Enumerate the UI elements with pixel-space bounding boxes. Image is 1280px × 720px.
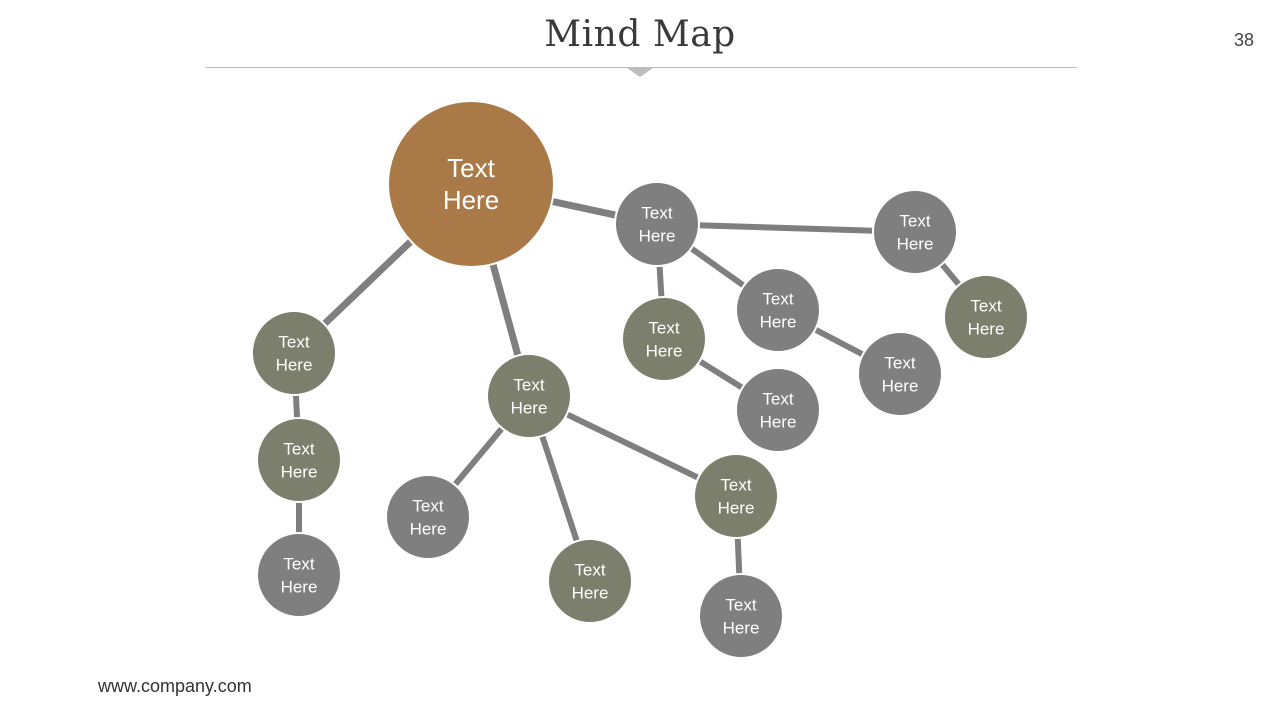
node-label: Text xyxy=(899,211,930,230)
node-circle xyxy=(547,538,633,624)
node-label: Text xyxy=(412,496,443,515)
node-label: Here xyxy=(882,376,919,395)
node-label: Here xyxy=(718,498,755,517)
node-circle xyxy=(735,367,821,453)
node-circle xyxy=(698,573,784,659)
node-circle xyxy=(621,296,707,382)
node-circle xyxy=(387,100,555,268)
node-label: Here xyxy=(443,185,499,215)
node-label: Text xyxy=(278,332,309,351)
node-label: Here xyxy=(281,577,318,596)
node-label: Text xyxy=(762,389,793,408)
title-pointer-triangle xyxy=(627,68,653,77)
node-label: Here xyxy=(723,618,760,637)
node-circle xyxy=(385,474,471,560)
node-label: Here xyxy=(410,519,447,538)
node-label: Here xyxy=(897,234,934,253)
page-number: 38 xyxy=(1233,30,1254,50)
node-circle xyxy=(251,310,337,396)
node-label: Text xyxy=(884,353,915,372)
node-circle xyxy=(486,353,572,439)
slide-title: Mind Map xyxy=(544,14,736,55)
node-label: Here xyxy=(760,312,797,331)
node-label: Here xyxy=(276,355,313,374)
node-circle xyxy=(693,453,779,539)
footer-url: www.company.com xyxy=(98,676,252,696)
node-circle xyxy=(614,181,700,267)
node-label: Text xyxy=(762,289,793,308)
node-label: Text xyxy=(447,153,495,183)
node-circle xyxy=(943,274,1029,360)
title-divider xyxy=(205,67,1077,68)
node-label: Here xyxy=(968,319,1005,338)
node-label: Text xyxy=(513,375,544,394)
node-label: Here xyxy=(511,398,548,417)
node-label: Text xyxy=(283,439,314,458)
node-label: Here xyxy=(646,341,683,360)
node-circle xyxy=(735,267,821,353)
node-label: Here xyxy=(639,226,676,245)
node-label: Text xyxy=(574,560,605,579)
node-label: Text xyxy=(725,595,756,614)
node-label: Text xyxy=(283,554,314,573)
node-circle xyxy=(872,189,958,275)
node-label: Text xyxy=(641,203,672,222)
node-circle xyxy=(857,331,943,417)
node-label: Text xyxy=(648,318,679,337)
node-circle xyxy=(256,532,342,618)
node-label: Here xyxy=(572,583,609,602)
node-label: Text xyxy=(720,475,751,494)
node-circle xyxy=(256,417,342,503)
node-label: Here xyxy=(281,462,318,481)
connector-n1-n2 xyxy=(654,221,918,235)
node-label: Here xyxy=(760,412,797,431)
node-label: Text xyxy=(970,296,1001,315)
